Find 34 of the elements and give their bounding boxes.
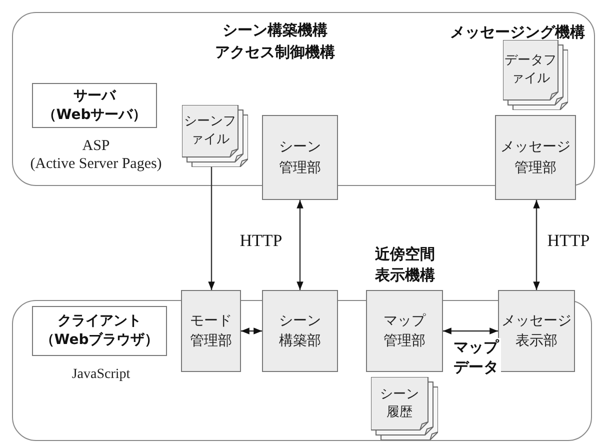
title-box <box>32 83 157 128</box>
arrow <box>533 200 540 290</box>
process-box <box>498 290 575 372</box>
node-label: メッセージ表示部 <box>500 312 572 351</box>
document-label: シーンファイル <box>182 113 237 150</box>
node-label: マップ管理部 <box>382 312 427 351</box>
note-text: ASP <box>81 137 111 155</box>
document-label: シーン履歴 <box>378 386 420 422</box>
arrow <box>208 167 215 290</box>
process-box <box>366 290 443 372</box>
title-box <box>32 306 167 356</box>
heading-text: （Webブラウザ） <box>40 331 159 350</box>
heading-text: サーバ <box>74 86 116 106</box>
process-box <box>181 290 241 372</box>
heading-text: （Webサーバ） <box>42 106 147 124</box>
process-box <box>262 115 338 200</box>
node-label: メッセージ管理部 <box>500 138 572 178</box>
process-box <box>495 115 576 200</box>
mechanism-heading: アクセス制御機構 <box>214 42 336 63</box>
arrow <box>296 200 304 290</box>
heading-text: クライアント <box>58 312 142 331</box>
edge-label: マップデータ <box>451 338 501 377</box>
node-label: シーン構築部 <box>278 312 322 351</box>
note-text: (Active Server Pages) <box>29 155 163 173</box>
mechanism-heading: メッセージング機構 <box>449 22 586 43</box>
mechanism-heading: シーン構築機構 <box>222 20 328 41</box>
mechanism-heading: 近傍空間表示機構 <box>374 244 436 286</box>
arrow <box>443 328 498 334</box>
document-label: データファイル <box>503 52 558 88</box>
arrow <box>241 328 262 334</box>
note-text: JavaScript <box>70 367 132 384</box>
node-label: モード管理部 <box>189 312 233 351</box>
process-box <box>262 290 338 372</box>
node-label: シーン管理部 <box>278 138 322 178</box>
